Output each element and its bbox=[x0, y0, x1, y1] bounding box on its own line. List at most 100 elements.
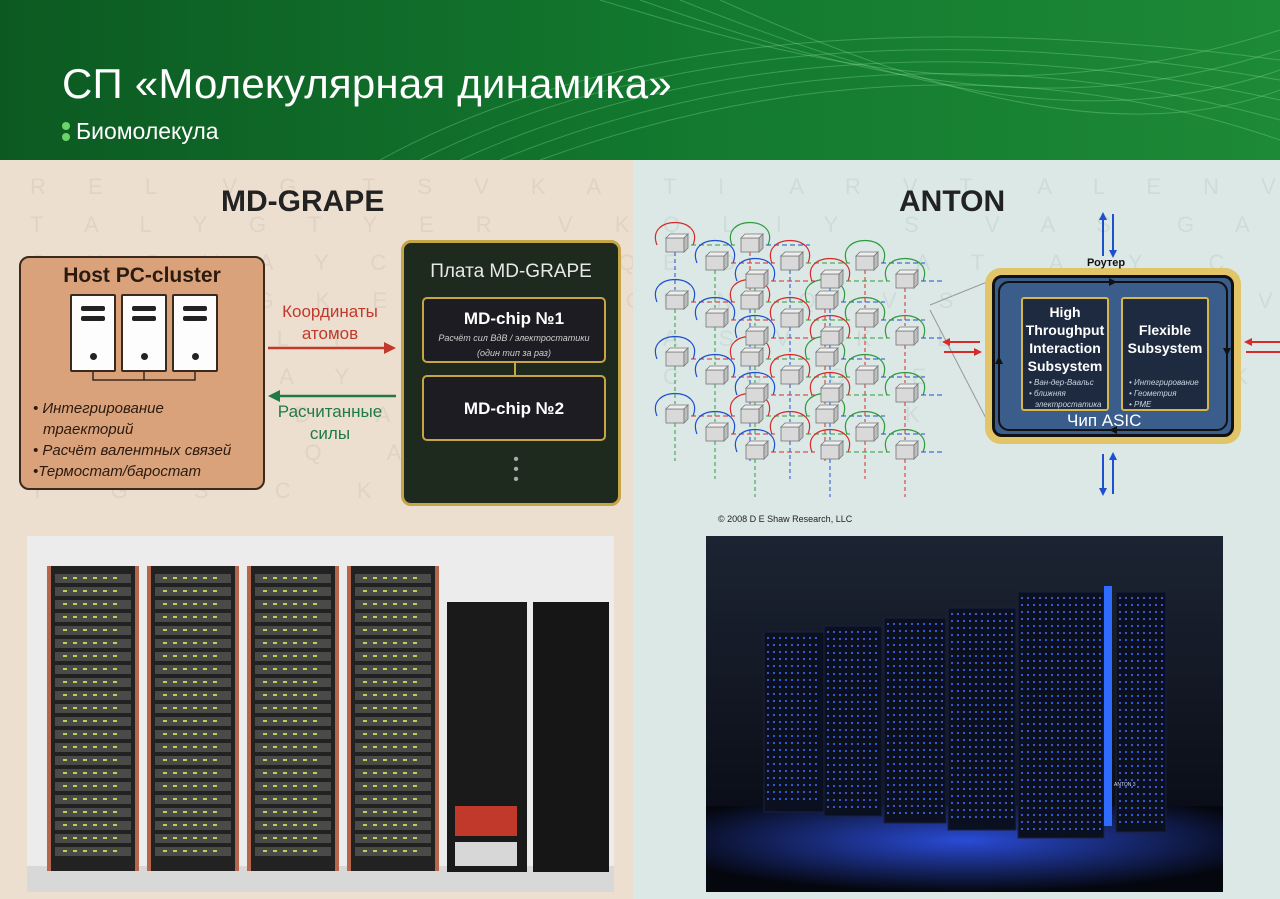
chip-name: MD-chip №1 bbox=[463, 309, 565, 328]
forces-label-line: силы bbox=[309, 424, 351, 443]
coordinates-label-line: Координаты bbox=[282, 302, 378, 321]
network-node-icon bbox=[895, 269, 919, 289]
md-chip-1: MD-chip №1 Расчёт сил ВдВ / электростати… bbox=[422, 297, 606, 363]
flexible-subsystem: Flexible Subsystem • Интегрирование • Ге… bbox=[1121, 297, 1209, 411]
anton-cabinet bbox=[883, 617, 947, 824]
subsystem-name: Subsystem bbox=[1127, 340, 1203, 356]
subsystem-task: электростатика bbox=[1035, 400, 1102, 409]
network-node-icon bbox=[705, 251, 729, 271]
subsystem-task: • ближняя bbox=[1029, 389, 1066, 398]
subsystem-name: Subsystem bbox=[1027, 358, 1103, 374]
host-task-item: • Интегрирование bbox=[33, 400, 164, 417]
network-node-icon bbox=[815, 290, 839, 310]
anton-cabinet bbox=[763, 631, 825, 813]
md-grape-racks-photo bbox=[27, 536, 614, 892]
arrow-left-icon bbox=[268, 390, 396, 402]
network-node-icon bbox=[665, 290, 689, 310]
network-node-icon bbox=[895, 383, 919, 403]
subsystem-task: • Ван-дер-Ваальс bbox=[1029, 378, 1094, 387]
host-task-item: • Расчёт валентных связей bbox=[33, 442, 232, 459]
brand-logo: Биомолекула bbox=[62, 118, 219, 145]
header-waves-decoration bbox=[379, 0, 1280, 160]
network-node-icon bbox=[895, 326, 919, 346]
network-node-icon bbox=[780, 251, 804, 271]
slide-title: СП «Молекулярная динамика» bbox=[62, 60, 672, 107]
server-rack bbox=[47, 566, 139, 871]
subsystem-name: High bbox=[1049, 304, 1081, 320]
coordinates-label-line: атомов bbox=[301, 324, 359, 343]
server-rack bbox=[347, 566, 439, 871]
chip-description: (один тип за раз) bbox=[477, 348, 551, 358]
network-node-icon bbox=[855, 308, 879, 328]
network-node-icon bbox=[745, 383, 769, 403]
forces-label-line: Расчитанные bbox=[277, 402, 383, 421]
network-node-icon bbox=[740, 233, 764, 253]
host-task-item: •Термостат/баростат bbox=[33, 463, 202, 480]
subsystem-name: Interaction bbox=[1029, 340, 1101, 356]
network-node-icon bbox=[705, 308, 729, 328]
server-rack bbox=[247, 566, 339, 871]
htis-subsystem: High Throughput Interaction Subsystem • … bbox=[1021, 297, 1109, 411]
server-icon bbox=[70, 294, 116, 372]
network-node-icon bbox=[705, 422, 729, 442]
server-rack bbox=[147, 566, 239, 871]
subsystem-task: • Интегрирование bbox=[1129, 378, 1199, 387]
network-node-icon bbox=[815, 347, 839, 367]
router-label: Роутер bbox=[1087, 257, 1126, 269]
anton-cabinet bbox=[1017, 591, 1105, 839]
network-node-icon bbox=[745, 269, 769, 289]
coordinates-label: Координаты атомов bbox=[270, 301, 390, 345]
network-node-icon bbox=[745, 440, 769, 460]
router-ring bbox=[995, 278, 1231, 434]
forces-label: Расчитанные силы bbox=[270, 401, 390, 445]
network-node-icon bbox=[855, 251, 879, 271]
network-node-icon bbox=[895, 440, 919, 460]
subsystem-name: Throughput bbox=[1025, 322, 1105, 338]
network-node-icon bbox=[780, 422, 804, 442]
anton-label: ANTON 3 bbox=[1114, 782, 1136, 788]
network-node-icon bbox=[780, 308, 804, 328]
network-node-icon bbox=[820, 269, 844, 289]
arrow-right-icon bbox=[268, 342, 396, 354]
network-node-icon bbox=[855, 422, 879, 442]
host-title: Host PC-cluster bbox=[63, 264, 221, 287]
server-icon bbox=[172, 294, 218, 372]
board-title: Плата MD-GRAPE bbox=[430, 261, 592, 282]
network-node-icon bbox=[740, 347, 764, 367]
network-node-icon bbox=[705, 365, 729, 385]
network-node-icon bbox=[740, 290, 764, 310]
chip-connector bbox=[514, 363, 516, 375]
server-icon bbox=[121, 294, 167, 372]
server-connection-lines bbox=[92, 372, 196, 381]
subsystem-name: Flexible bbox=[1138, 322, 1192, 338]
network-node-icon bbox=[855, 365, 879, 385]
md-grape-racks-illustration bbox=[27, 536, 614, 892]
network-node-icon bbox=[780, 365, 804, 385]
anton-cabinet bbox=[947, 607, 1017, 831]
network-node-icon bbox=[665, 233, 689, 253]
host-tasks-list: • Интегрирование траекторий • Расчёт вал… bbox=[33, 398, 231, 482]
network-node-icon bbox=[820, 326, 844, 346]
anton-cabinet bbox=[1115, 591, 1167, 833]
asic-connection-lines bbox=[929, 212, 1280, 496]
chip-description: Расчёт сил ВдВ / электростатики bbox=[438, 333, 590, 343]
network-node-icon bbox=[815, 404, 839, 424]
anton-supercomputer-illustration: ANTON 3 bbox=[706, 536, 1223, 892]
md-chip-2: MD-chip №2 bbox=[422, 375, 606, 441]
host-pc-cluster-box: Host PC-cluster • Интегрирование траекто… bbox=[19, 256, 265, 490]
network-node-icon bbox=[745, 326, 769, 346]
subsystem-task: • Геометрия bbox=[1129, 389, 1177, 398]
md-grape-title: MD-GRAPE bbox=[221, 185, 385, 218]
brand-dots-icon bbox=[62, 122, 70, 141]
network-node-icon bbox=[665, 347, 689, 367]
slide-header: СП «Молекулярная динамика» Биомолекула bbox=[0, 0, 1280, 160]
anton-cabinet bbox=[823, 625, 883, 817]
host-task-item: траекторий bbox=[43, 421, 134, 438]
network-node-icon bbox=[820, 383, 844, 403]
anton-3d-torus-network bbox=[654, 221, 945, 497]
anton-supercomputer-photo: ANTON 3 bbox=[706, 536, 1223, 892]
md-grape-board: Плата MD-GRAPE MD-chip №1 Расчёт сил ВдВ… bbox=[401, 240, 621, 506]
anton-title: ANTON bbox=[899, 185, 1006, 218]
brand-name: Биомолекула bbox=[76, 118, 219, 144]
network-node-icon bbox=[665, 404, 689, 424]
